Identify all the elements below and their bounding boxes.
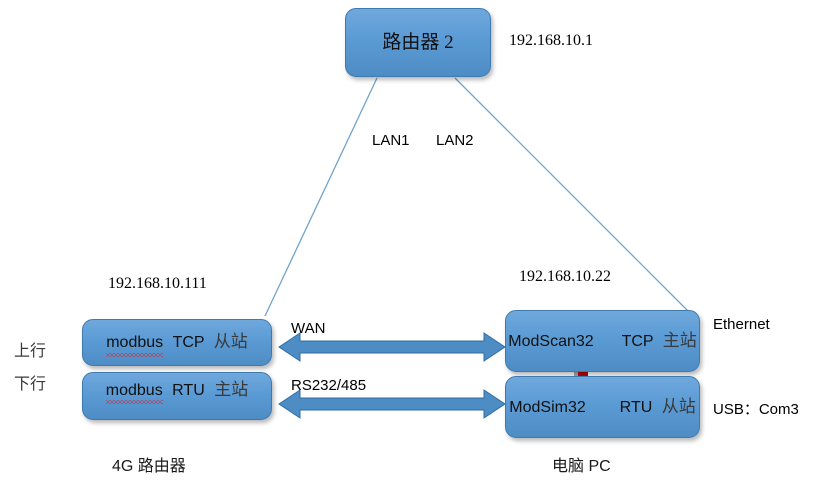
misspelled-word: modbus	[105, 382, 163, 405]
node-modbus-tcp-slave[interactable]: modbus TCP 从站	[82, 319, 272, 366]
node-modbus-tcp-slave-label: modbus TCP 从站	[106, 332, 248, 358]
role-label: 从站	[661, 396, 696, 416]
right-group-ip-label: 192.168.10.22	[519, 268, 611, 285]
wan-double-arrow	[278, 332, 506, 362]
lan1-label: LAN1	[372, 132, 410, 149]
role-label: 主站	[214, 380, 249, 399]
role-label: 从站	[213, 332, 248, 352]
lan2-label: LAN2	[436, 132, 474, 149]
left-group-caption-text: 4G 路由器	[112, 458, 186, 475]
left-group-ip-label: 192.168.10.111	[108, 275, 207, 292]
node-router[interactable]: 路由器 2	[345, 8, 491, 77]
node-router-label: 路由器 2	[382, 31, 454, 53]
downlink-label: 下行	[14, 376, 47, 393]
app-name-label: ModSim32	[509, 398, 586, 416]
protocol-label: TCP	[172, 334, 205, 352]
node-modscan32-tcp-master[interactable]: ModScan32 TCP 主站	[505, 310, 700, 372]
right-group-caption-text: 电脑 PC	[552, 458, 611, 475]
wan-label: WAN	[291, 320, 326, 337]
protocol-label: RTU	[619, 398, 653, 416]
protocol-label: RTU	[172, 382, 205, 399]
node-modscan32-tcp-master-label: ModScan32 TCP 主站	[508, 331, 696, 351]
usb-label: USB：Com3	[713, 401, 799, 418]
uplink-label: 上行	[14, 343, 47, 360]
left-group-caption: 4G 路由器	[112, 452, 186, 476]
app-name-label: ModScan32	[508, 332, 594, 350]
node-modsim32-rtu-slave-label: ModSim32 RTU 从站	[509, 397, 695, 417]
role-label: 主站	[662, 330, 697, 350]
node-modbus-rtu-master[interactable]: modbus RTU 主站	[82, 372, 272, 420]
serial-double-arrow	[278, 389, 506, 419]
serial-label: RS232/485	[291, 377, 367, 394]
protocol-label: TCP	[621, 332, 654, 350]
node-modbus-rtu-master-label: modbus RTU 主站	[105, 380, 249, 405]
router-ip-label: 192.168.10.1	[509, 32, 593, 49]
right-group-caption: 电脑 PC	[552, 452, 611, 476]
node-modsim32-rtu-slave[interactable]: ModSim32 RTU 从站	[505, 376, 700, 438]
ethernet-label: Ethernet	[713, 316, 770, 333]
misspelled-word: modbus	[106, 334, 164, 358]
